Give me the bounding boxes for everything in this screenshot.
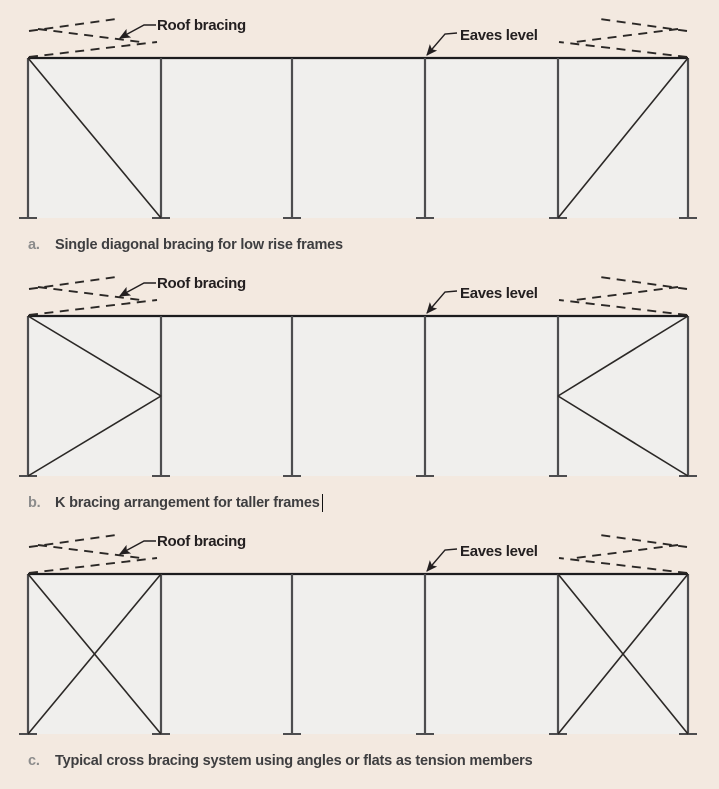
caption-letter: c. xyxy=(28,753,40,769)
roof-bracing-dashes-left xyxy=(28,18,158,58)
caption-b: b. K bracing arrangement for taller fram… xyxy=(28,494,324,512)
roof-bracing-dashes-right xyxy=(558,18,688,58)
roof-bracing-dashes-right xyxy=(558,534,688,574)
eaves-level-leader-arrow xyxy=(427,33,457,55)
roof-bracing-leader-arrow xyxy=(120,25,156,38)
caption-text: Single diagonal bracing for low rise fra… xyxy=(55,237,343,253)
roof-bracing-dashes-left xyxy=(28,276,158,316)
roof-bracing-leader-arrow xyxy=(120,283,156,296)
eaves-level-leader-arrow xyxy=(427,291,457,313)
diagram-b xyxy=(17,276,699,478)
frame-structure xyxy=(17,56,699,220)
caption-c: c. Typical cross bracing system using an… xyxy=(28,752,533,770)
caption-a: a. Single diagonal bracing for low rise … xyxy=(28,236,343,254)
caption-text: Typical cross bracing system using angle… xyxy=(55,753,533,769)
roof-bracing-dashes-right xyxy=(558,276,688,316)
frame-structure xyxy=(17,572,699,736)
caption-letter: a. xyxy=(28,237,40,253)
caption-text: K bracing arrangement for taller frames xyxy=(55,495,320,511)
k-brace-right-upper xyxy=(557,315,689,397)
k-brace-right-lower xyxy=(557,395,689,477)
diagram-a xyxy=(17,18,699,220)
cross-brace-left-b xyxy=(27,573,162,735)
roof-bracing-leader-arrow xyxy=(120,541,156,554)
k-brace-left-lower xyxy=(27,395,162,477)
eaves-level-label-b: Eaves level xyxy=(460,285,538,302)
frame-structure xyxy=(17,314,699,478)
roof-bracing-label-b: Roof bracing xyxy=(157,275,246,292)
roof-bracing-dashes-left xyxy=(28,534,158,574)
single-diagonal-brace-right xyxy=(557,57,689,219)
eaves-level-label-c: Eaves level xyxy=(460,543,538,560)
eaves-level-leader-arrow xyxy=(427,549,457,571)
diagram-c xyxy=(17,534,699,736)
eaves-level-label-a: Eaves level xyxy=(460,27,538,44)
cross-brace-right-b xyxy=(557,573,689,735)
roof-bracing-label-a: Roof bracing xyxy=(157,17,246,34)
roof-bracing-label-c: Roof bracing xyxy=(157,533,246,550)
k-brace-left-upper xyxy=(27,315,162,397)
single-diagonal-brace-left xyxy=(27,57,162,219)
text-cursor xyxy=(321,494,324,512)
caption-letter: b. xyxy=(28,495,41,511)
